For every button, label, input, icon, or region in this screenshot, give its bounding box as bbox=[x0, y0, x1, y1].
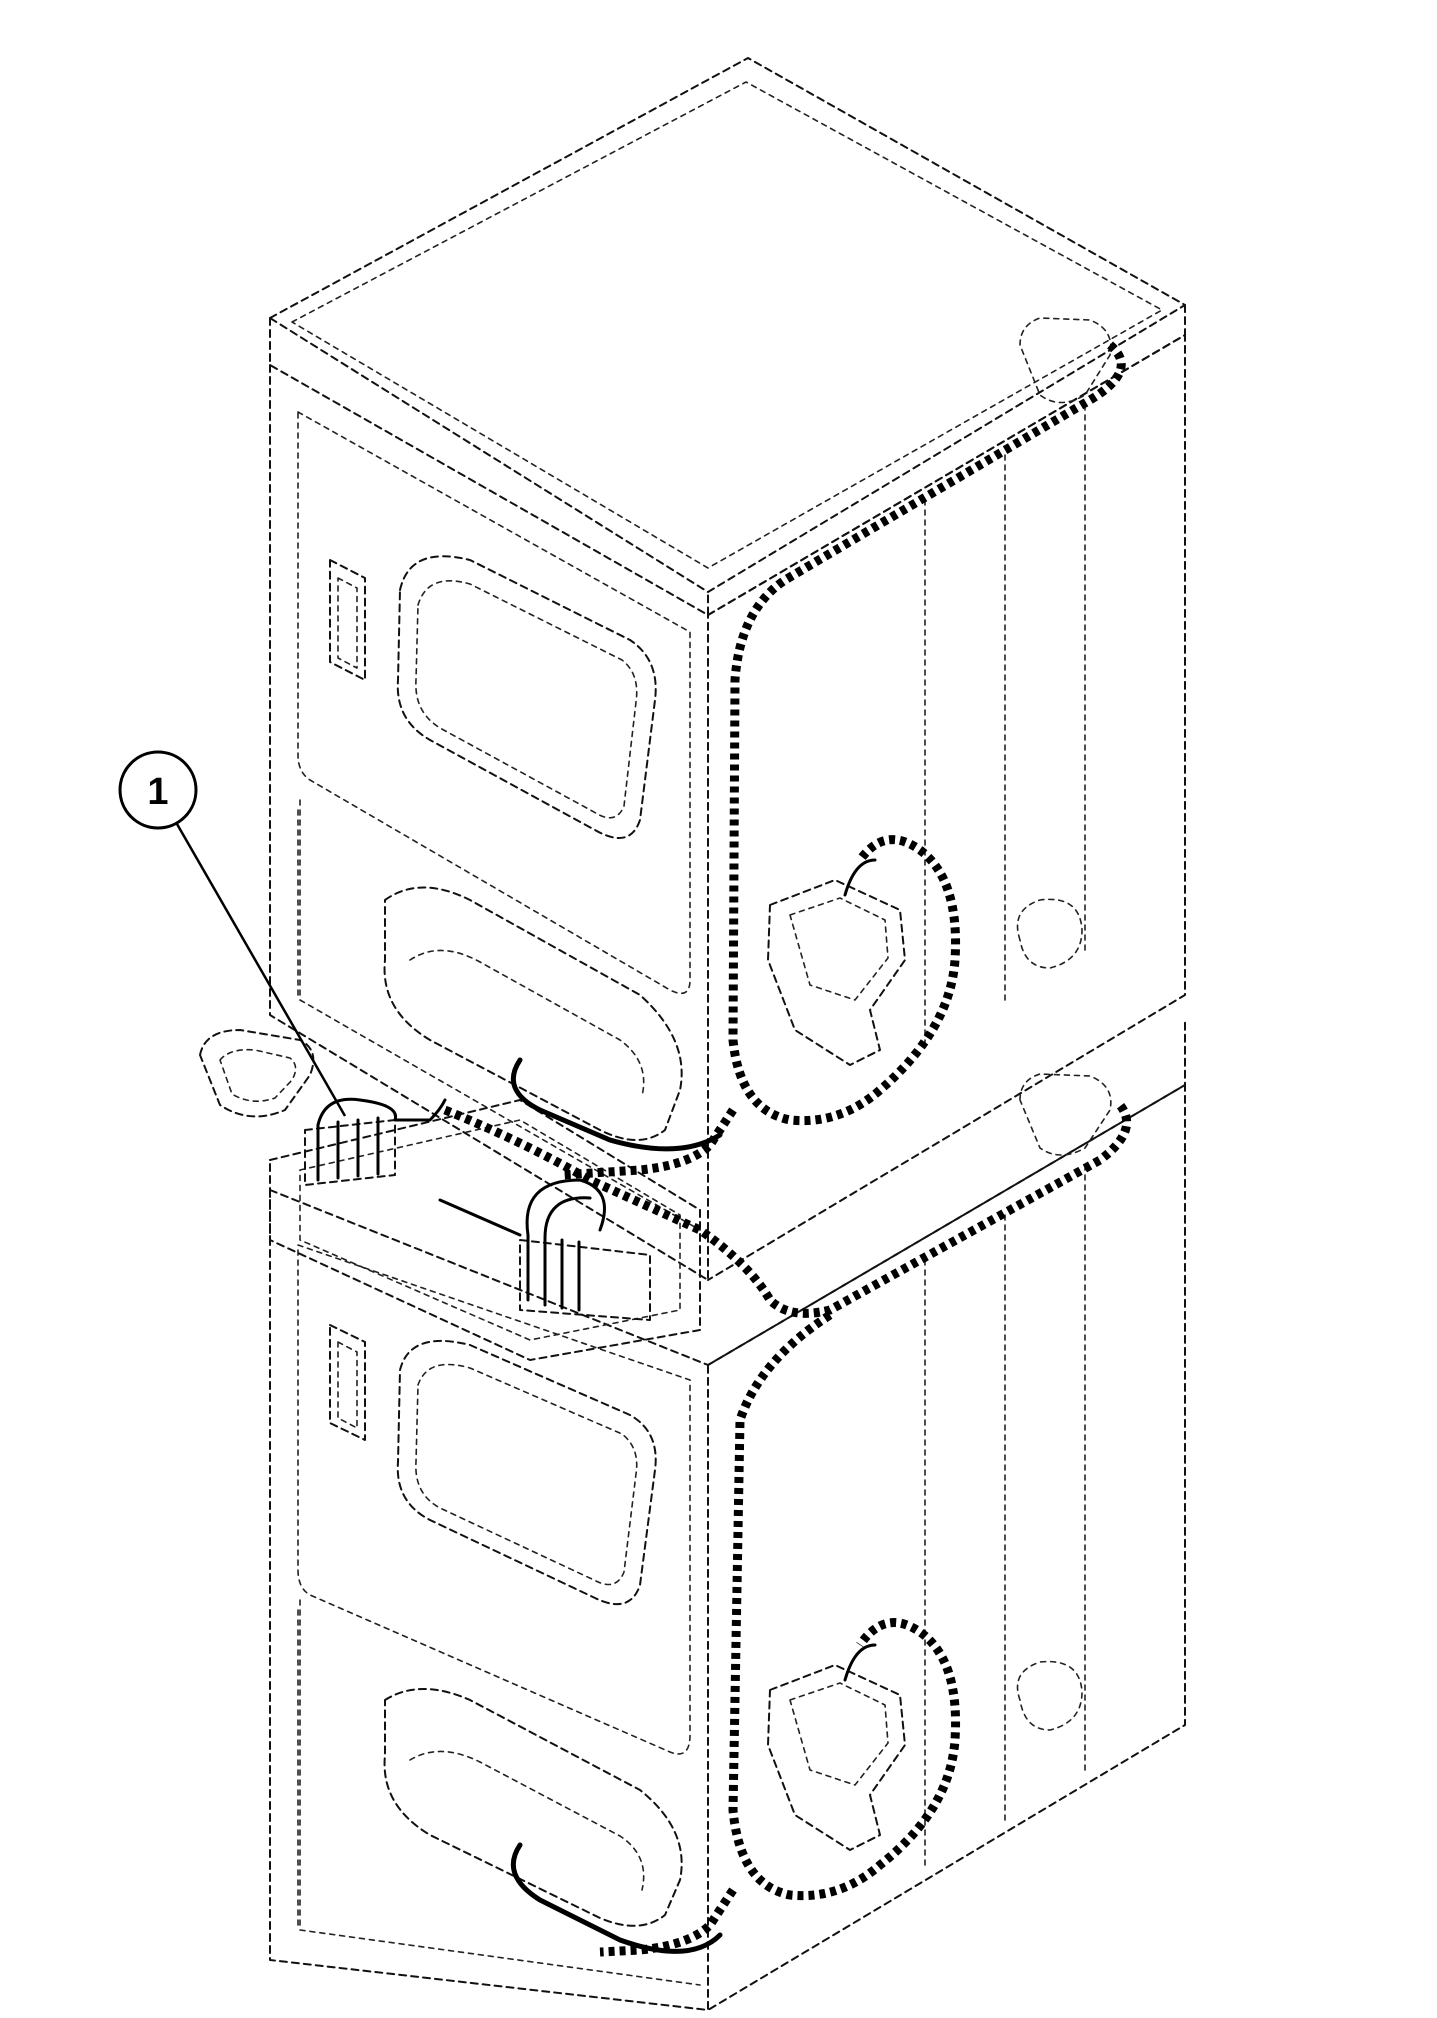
upper-drum-bulge-inner bbox=[409, 949, 645, 1097]
lower-drain-hose bbox=[510, 1842, 723, 1954]
lower-base-box bbox=[299, 1599, 701, 1986]
terminal-pins-left bbox=[316, 1116, 380, 1182]
lower-harness-branch bbox=[599, 1887, 737, 1957]
lower-motor-assembly bbox=[767, 1643, 906, 1851]
wire-loop-right bbox=[525, 1178, 606, 1240]
upper-base-box bbox=[299, 799, 701, 1231]
upper-vent-circle bbox=[1016, 898, 1083, 969]
connector-wire bbox=[438, 1198, 522, 1237]
upper-harness-lower-branch bbox=[559, 1107, 737, 1180]
upper-motor-assembly bbox=[767, 858, 906, 1066]
stacking-bracket-assembly bbox=[199, 1029, 701, 1361]
upper-top-panel bbox=[269, 57, 1186, 593]
left-bracket-tab-inner bbox=[219, 1048, 297, 1102]
upper-harness-route bbox=[728, 341, 1126, 1126]
left-bracket-tab bbox=[199, 1029, 315, 1118]
control-box-plate-inner bbox=[299, 1119, 681, 1341]
upper-motor-housing bbox=[767, 879, 906, 1066]
upper-door-window-inner bbox=[415, 580, 638, 819]
upper-top-back-cap bbox=[1019, 317, 1112, 404]
callout-1-label: 1 bbox=[147, 771, 168, 813]
lower-drum-bulge-inner bbox=[409, 1750, 645, 1891]
lower-door-handle bbox=[329, 1324, 366, 1441]
callout-1-circle bbox=[118, 750, 198, 830]
wire-loop-left bbox=[316, 1097, 447, 1127]
upper-top-panel-inner bbox=[291, 81, 1163, 569]
upper-motor-inner bbox=[789, 897, 889, 1001]
upper-door-handle bbox=[329, 559, 366, 681]
upper-top-rim bbox=[269, 317, 709, 616]
lower-door-window bbox=[396, 1339, 657, 1606]
lower-motor-housing bbox=[767, 1664, 906, 1851]
junction-block-left bbox=[304, 1119, 396, 1186]
lower-dryer-unit bbox=[269, 1019, 1186, 2011]
lower-motor-inner bbox=[789, 1682, 889, 1786]
lower-vent-circle bbox=[1016, 1660, 1083, 1731]
lower-harness-route bbox=[728, 1311, 961, 1901]
lower-motor-lead bbox=[843, 1643, 877, 1682]
upper-motor-lead bbox=[843, 858, 877, 897]
terminal-pins-right bbox=[526, 1233, 581, 1312]
upper-front-door-panel bbox=[297, 411, 691, 995]
junction-block-right bbox=[519, 1239, 651, 1321]
lower-front-door-panel bbox=[297, 1244, 691, 1755]
lower-door-handle-inner bbox=[337, 1341, 358, 1429]
upper-drain-hose bbox=[510, 1057, 723, 1152]
callout-1-leader bbox=[175, 823, 347, 1117]
upper-door-window bbox=[396, 555, 657, 839]
upper-top-rim-right bbox=[707, 304, 1186, 616]
upper-door-handle-inner bbox=[337, 577, 358, 669]
upper-front-panel bbox=[269, 364, 709, 1281]
lower-door-window-inner bbox=[415, 1363, 638, 1586]
lower-top-back-cap bbox=[1019, 1073, 1112, 1156]
lower-side-panel bbox=[707, 1084, 1186, 2011]
lower-drum-bulge bbox=[383, 1688, 683, 1927]
upper-drum-bulge bbox=[383, 886, 683, 1141]
control-box-plate bbox=[269, 1099, 701, 1361]
lower-top-panel bbox=[269, 1019, 1186, 1366]
upper-side-panel bbox=[707, 334, 1186, 1281]
upper-dryer-unit bbox=[269, 57, 1186, 1281]
callout-1: 1 bbox=[118, 750, 347, 1117]
lower-front-panel bbox=[269, 1189, 709, 2011]
cross-harness-route bbox=[443, 1102, 1132, 1318]
